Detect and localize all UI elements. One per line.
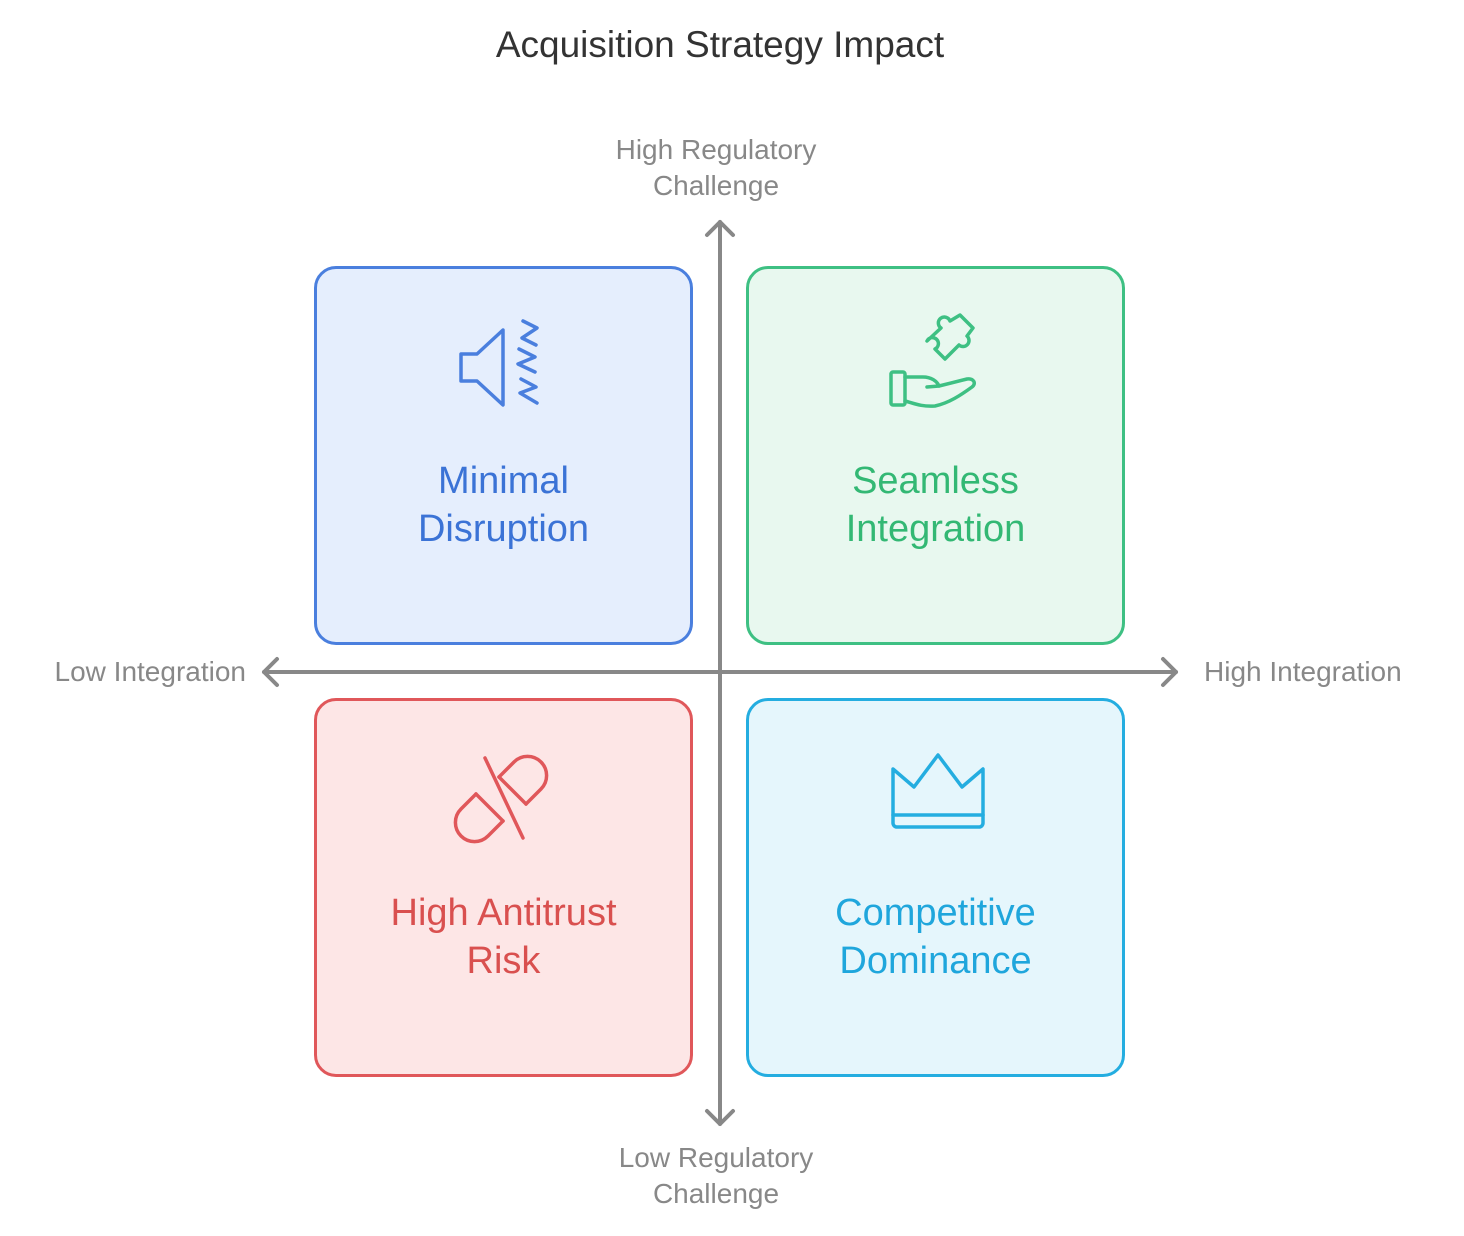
quadrant-label: Competitive Dominance	[835, 892, 1036, 982]
hand-puzzle-icon	[889, 313, 976, 408]
diagram-title: Acquisition Strategy Impact	[495, 24, 945, 65]
quadrant-seamless-integration: Seamless Integration	[746, 266, 1125, 645]
crown-icon	[891, 753, 985, 829]
axis-label-right: High Integration	[1204, 656, 1402, 687]
vertical-axis-arrow-down	[705, 1109, 735, 1126]
broken-pill-icon	[453, 754, 549, 844]
quadrant-competitive-dominance: Competitive Dominance	[746, 698, 1125, 1077]
horizontal-axis-arrow-right	[1161, 657, 1178, 687]
speaker-noise-icon	[459, 319, 539, 407]
horizontal-axis-arrow-left	[262, 657, 279, 687]
quadrant-label: High Antitrust Risk	[390, 892, 617, 982]
quadrant-label: Seamless Integration	[845, 460, 1026, 550]
axis-label-left: Low Integration	[54, 656, 246, 687]
vertical-axis-arrow-up	[705, 220, 735, 237]
quadrant-label: Minimal Disruption	[417, 460, 590, 550]
quadrant-minimal-disruption: Minimal Disruption	[314, 266, 693, 645]
axis-label-bottom: Low Regulatory Challenge	[618, 1142, 814, 1209]
quadrant-high-antitrust-risk: High Antitrust Risk	[314, 698, 693, 1077]
axis-label-top: High Regulatory Challenge	[615, 134, 817, 201]
